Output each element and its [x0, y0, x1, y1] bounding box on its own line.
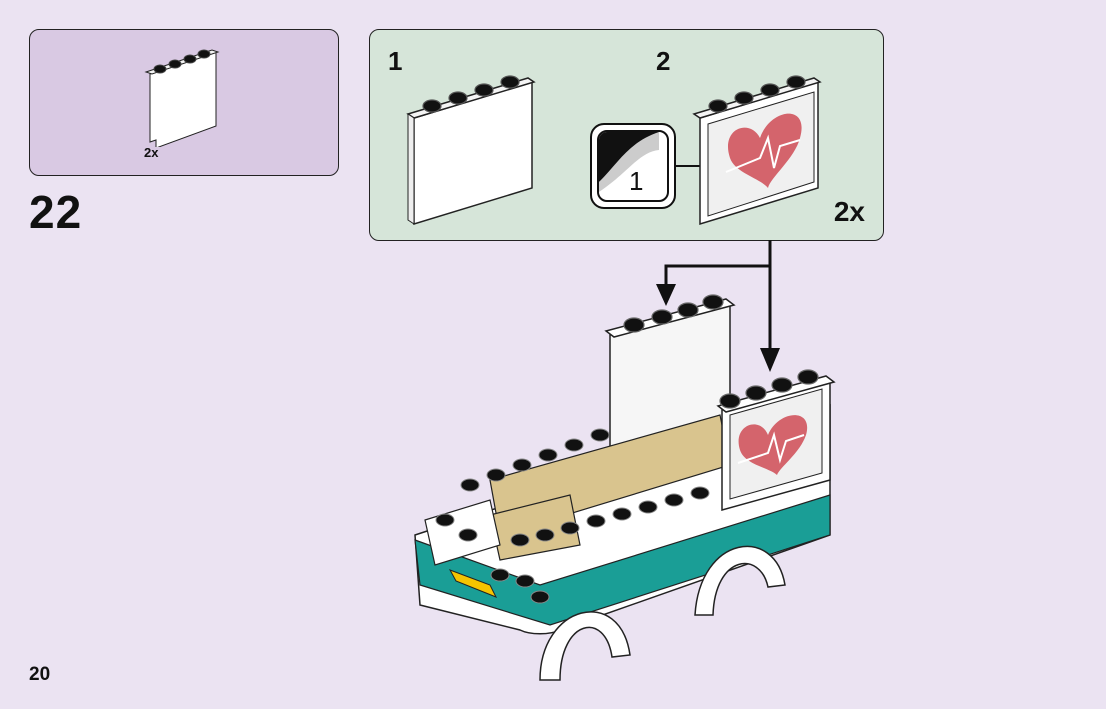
sub-assembly-quantity: 2x: [833, 196, 865, 227]
heart-panel: [716, 369, 836, 511]
step-number: 22: [29, 186, 83, 238]
sticker-callout: 1: [590, 123, 676, 209]
sticker-peel-icon: [599, 132, 659, 192]
sticker-leader-line: [676, 165, 716, 167]
heart-panel-icon: [692, 75, 822, 226]
white-panel-part-icon: [144, 49, 220, 147]
ambulance-model-illustration: [414, 294, 836, 681]
sub-step-number-1: 1: [388, 46, 403, 76]
sub-step-number-2: 2: [656, 46, 671, 76]
white-panel-icon: [406, 75, 536, 226]
parts-list-box: 2x: [29, 29, 339, 176]
rear-panel: [604, 294, 736, 452]
arrow-head-right: [760, 348, 780, 372]
placement-arrows: [656, 240, 780, 372]
part-quantity: 2x: [144, 145, 159, 160]
sticker-number: 1: [629, 166, 644, 196]
arrow-head-left: [656, 284, 676, 306]
sub-assembly-callout: 1 2 1 2x: [369, 29, 884, 241]
page-number: 20: [29, 664, 51, 685]
